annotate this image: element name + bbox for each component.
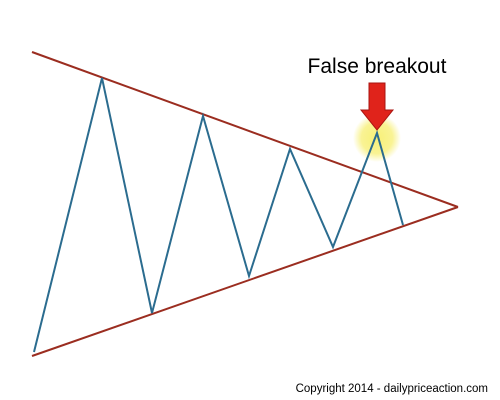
copyright-text: Copyright 2014 - dailypriceaction.com: [296, 383, 488, 395]
false-breakout-label: False breakout: [308, 55, 447, 78]
lower-trendline: [31, 206, 459, 357]
price-zigzag-line: [33, 77, 404, 353]
red-arrow-down-icon: [359, 82, 395, 131]
upper-trendline: [31, 51, 459, 208]
false-breakout-highlight: [353, 114, 401, 162]
